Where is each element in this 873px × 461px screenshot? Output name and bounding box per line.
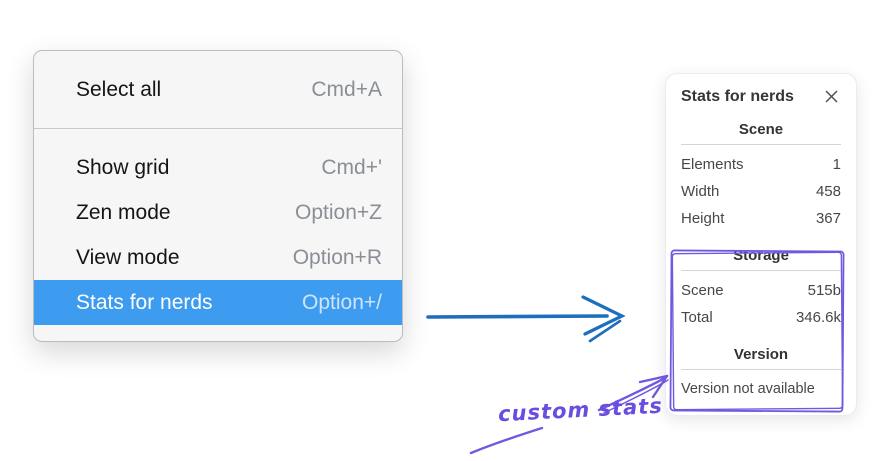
stat-label: Scene (681, 282, 724, 299)
section-storage: Storage Scene 515b Total 346.6k (681, 247, 841, 331)
section-heading: Scene (738, 121, 784, 138)
stat-label: Total (681, 309, 713, 326)
menu-item-label: View mode (76, 245, 180, 269)
menu-item-zen-mode[interactable]: Zen mode Option+Z (34, 190, 402, 235)
section-heading: Version (733, 346, 789, 363)
menu-shortcut: Option+Z (295, 200, 382, 224)
stat-value: 367 (815, 210, 841, 227)
section-divider (681, 369, 841, 370)
section-version: Version Version not available (681, 346, 841, 402)
menu-item-select-all[interactable]: Select all Cmd+A (34, 51, 402, 128)
stat-row-width: Width 458 (681, 178, 841, 205)
stat-label: Height (681, 210, 725, 227)
menu-shortcut: Option+/ (302, 290, 382, 314)
stat-value: 346.6k (795, 309, 841, 326)
section-scene: Scene Elements 1 Width 458 Height 367 (681, 121, 841, 232)
menu-separator (34, 128, 402, 129)
close-button[interactable] (822, 87, 841, 106)
stat-row-total: Total 346.6k (681, 304, 841, 331)
stat-row-elements: Elements 1 (681, 151, 841, 178)
section-heading: Storage (733, 247, 789, 264)
stats-panel-header: Stats for nerds (681, 87, 841, 106)
stat-label: Width (681, 183, 720, 200)
close-icon (825, 90, 838, 103)
annotation-text: custom stats (497, 393, 664, 427)
stat-label: Elements (681, 156, 744, 173)
menu-item-label: Select all (76, 77, 162, 101)
blue-arrow (426, 295, 626, 343)
menu-shortcut: Cmd+A (311, 77, 382, 101)
menu-item-label: Zen mode (76, 200, 171, 224)
menu-item-label: Show grid (76, 155, 170, 179)
menu-item-show-grid[interactable]: Show grid Cmd+' (34, 145, 402, 190)
menu-item-stats-for-nerds[interactable]: Stats for nerds Option+/ (34, 280, 402, 325)
menu-shortcut: Cmd+' (321, 155, 382, 179)
stat-value: 515b (807, 282, 841, 299)
stat-row-scene: Scene 515b (681, 277, 841, 304)
section-divider (681, 144, 841, 145)
version-note: Version not available (681, 381, 815, 397)
stat-value: 1 (832, 156, 841, 173)
menu-item-view-mode[interactable]: View mode Option+R (34, 235, 402, 280)
stats-panel: Stats for nerds Scene Elements 1 Width 4… (665, 73, 857, 416)
context-menu: Select all Cmd+A Show grid Cmd+' Zen mod… (33, 50, 403, 342)
stats-panel-title: Stats for nerds (681, 87, 794, 105)
stat-row-height: Height 367 (681, 205, 841, 232)
stat-value: 458 (815, 183, 841, 200)
section-divider (681, 270, 841, 271)
menu-shortcut: Option+R (292, 245, 382, 269)
menu-item-label: Stats for nerds (76, 290, 213, 314)
